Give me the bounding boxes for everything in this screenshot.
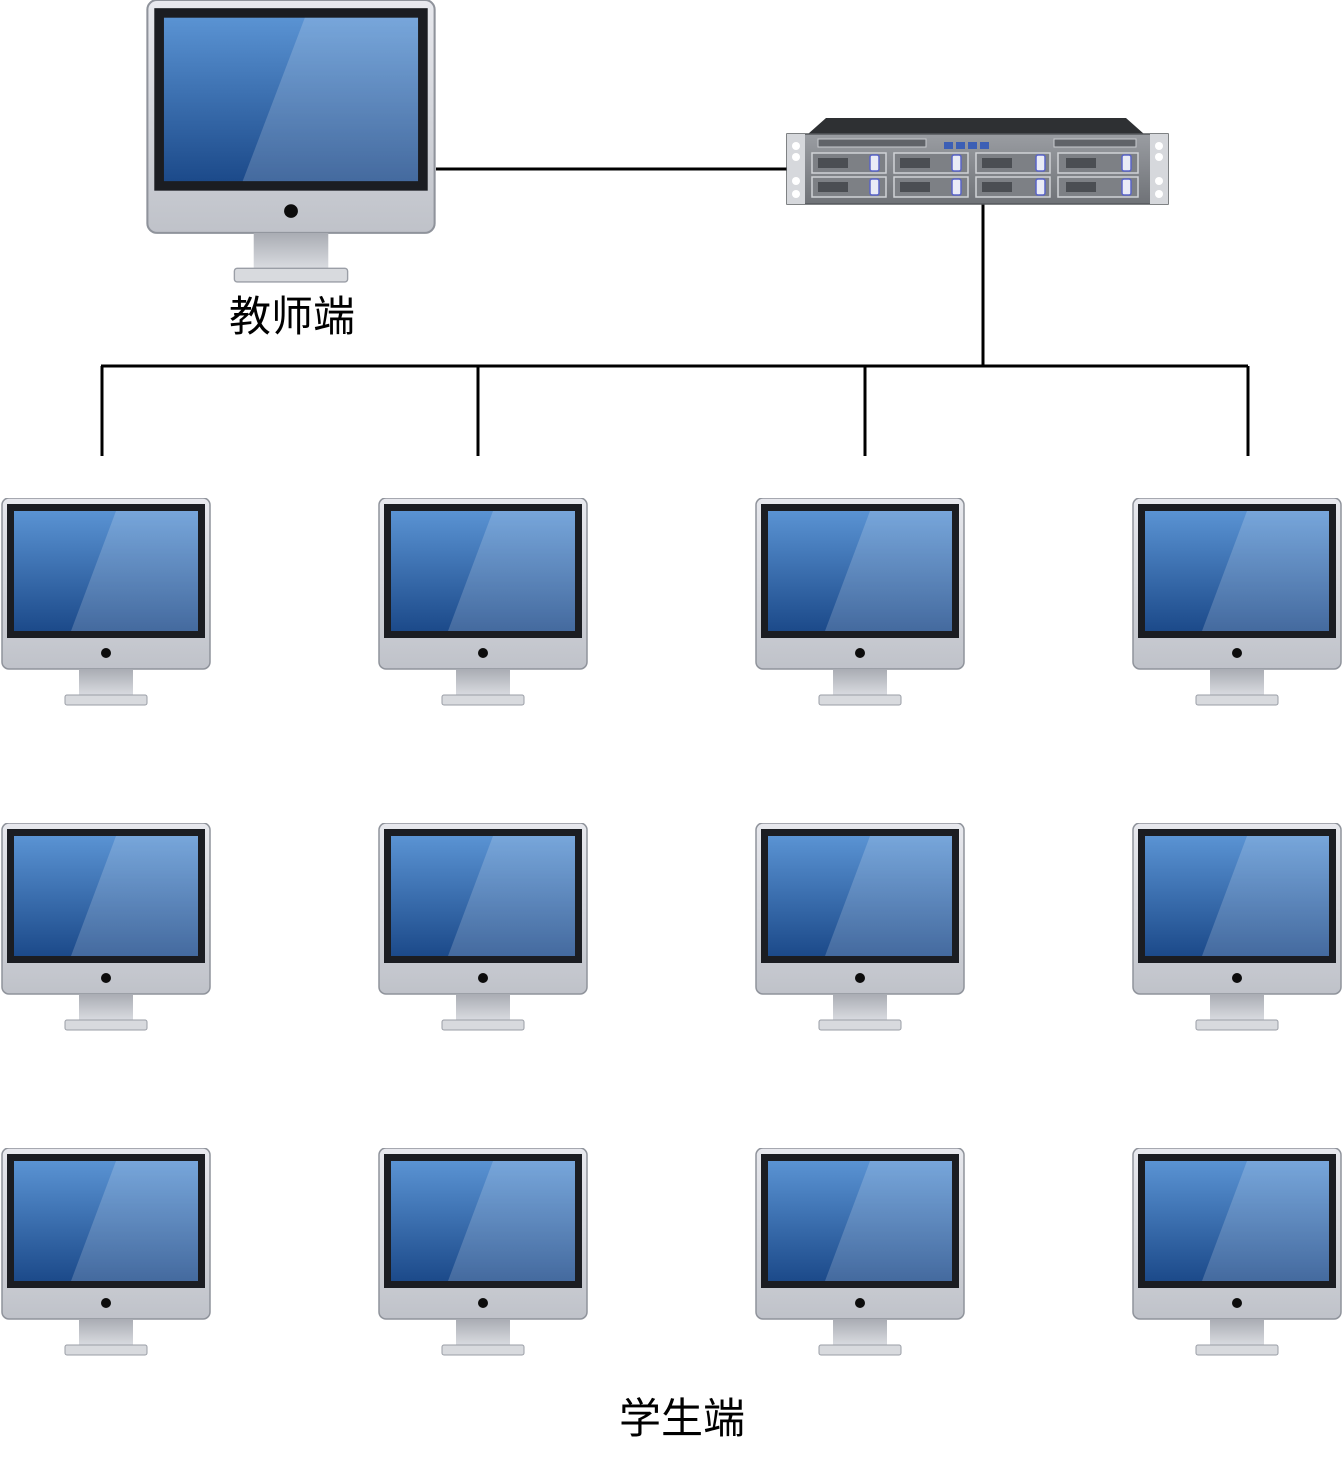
teacher-computer[interactable] <box>147 0 434 282</box>
desktop-monitor-icon <box>147 0 434 282</box>
desktop-monitor-icon[interactable] <box>2 823 210 1030</box>
student-computers <box>2 498 1341 1355</box>
desktop-monitor-icon[interactable] <box>756 1148 964 1355</box>
teacher-label: 教师端 <box>229 292 355 341</box>
connection-lines <box>100 167 1250 456</box>
desktop-monitor-icon[interactable] <box>1133 498 1341 705</box>
desktop-monitor-icon[interactable] <box>2 1148 210 1355</box>
desktop-monitor-icon[interactable] <box>379 1148 587 1355</box>
desktop-monitor-icon[interactable] <box>2 498 210 705</box>
desktop-monitor-icon[interactable] <box>379 823 587 1030</box>
rack-server-icon <box>786 118 1169 205</box>
desktop-monitor-icon[interactable] <box>379 498 587 705</box>
desktop-monitor-icon[interactable] <box>756 498 964 705</box>
server[interactable] <box>786 118 1169 205</box>
desktop-monitor-icon[interactable] <box>756 823 964 1030</box>
desktop-monitor-icon[interactable] <box>1133 1148 1341 1355</box>
students-label: 学生端 <box>619 1394 745 1443</box>
desktop-monitor-icon[interactable] <box>1133 823 1341 1030</box>
